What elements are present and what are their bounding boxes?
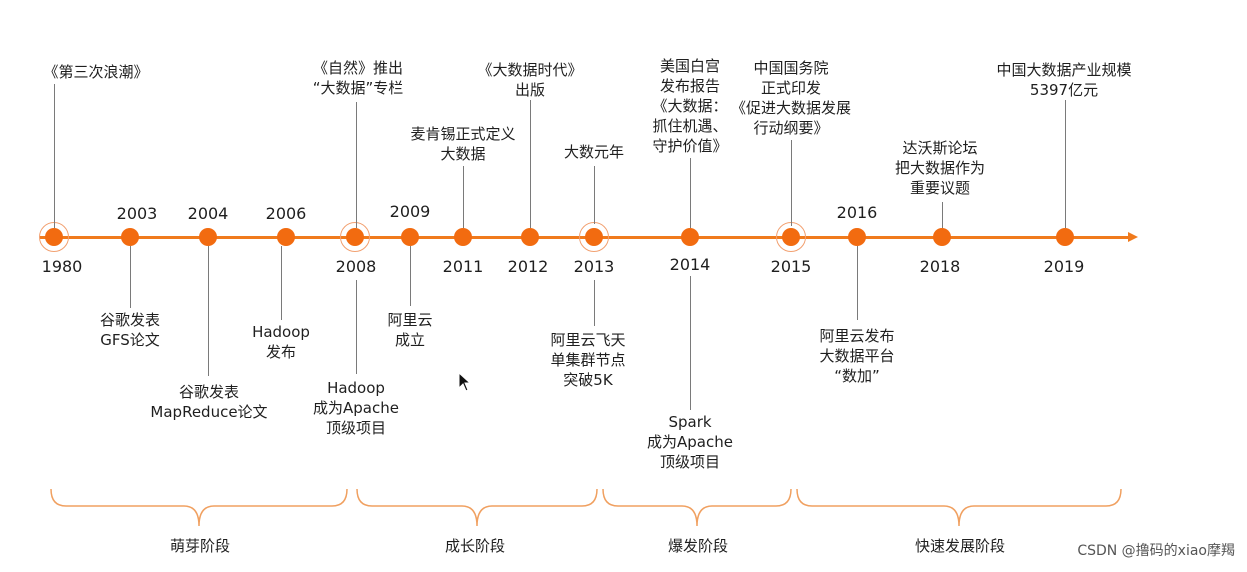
event-dot-2018 bbox=[933, 228, 951, 246]
event-dot-2016 bbox=[848, 228, 866, 246]
event-dot-2011 bbox=[454, 228, 472, 246]
phase-brace-rapid bbox=[796, 488, 1122, 528]
phase-brace-sprout bbox=[50, 488, 348, 528]
event-label-2006: Hadoop 发布 bbox=[252, 323, 310, 361]
event-label-2003: 谷歌发表 GFS论文 bbox=[99, 311, 160, 349]
event-year-2012: 2012 bbox=[507, 257, 549, 276]
event-stem-2012 bbox=[530, 100, 531, 228]
event-stem-2008-above bbox=[356, 102, 357, 228]
event-stem-2009 bbox=[410, 246, 411, 306]
event-year-1980: 1980 bbox=[41, 257, 83, 276]
event-dot-2008 bbox=[346, 228, 364, 246]
event-label-2016: 阿里云发布 大数据平台 “数加” bbox=[819, 327, 895, 385]
event-label-2019: 中国大数据产业规模 5397亿元 bbox=[996, 61, 1132, 99]
axis-arrow-icon bbox=[1128, 232, 1138, 242]
event-label-2014-above: 美国白宫 发布报告 《大数据： 抓住机遇、 守护价值》 bbox=[652, 57, 728, 155]
event-stem-1980 bbox=[54, 84, 55, 228]
event-stem-2003 bbox=[130, 246, 131, 308]
phase-brace-burst bbox=[602, 488, 792, 528]
event-year-2013: 2013 bbox=[573, 257, 615, 276]
event-label-2008-below: Hadoop 成为Apache 顶级项目 bbox=[313, 379, 399, 437]
event-year-2008: 2008 bbox=[335, 257, 377, 276]
csdn-watermark: CSDN @撸码的xiao摩羯 bbox=[1077, 543, 1235, 559]
event-stem-2018 bbox=[942, 202, 943, 228]
event-dot-2013 bbox=[585, 228, 603, 246]
event-year-2019: 2019 bbox=[1043, 257, 1085, 276]
event-dot-2015 bbox=[782, 228, 800, 246]
event-label-2011: 麦肯锡正式定义 大数据 bbox=[410, 125, 516, 163]
event-dot-2004 bbox=[199, 228, 217, 246]
phase-label-rapid: 快速发展阶段 bbox=[914, 537, 1005, 555]
event-year-2018: 2018 bbox=[919, 257, 961, 276]
event-dot-2014 bbox=[681, 228, 699, 246]
event-year-2011: 2011 bbox=[442, 257, 484, 276]
event-year-2015: 2015 bbox=[770, 257, 812, 276]
event-year-2003: 2003 bbox=[116, 204, 158, 223]
event-dot-2003 bbox=[121, 228, 139, 246]
event-label-2018: 达沃斯论坛 把大数据作为 重要议题 bbox=[894, 139, 985, 197]
event-label-2012: 《大数据时代》 出版 bbox=[477, 61, 583, 99]
event-label-2013-below: 阿里云飞天 单集群节点 突破5K bbox=[550, 331, 626, 389]
phase-brace-growth bbox=[356, 488, 598, 528]
mouse-cursor-icon bbox=[458, 372, 472, 392]
event-stem-2014-below bbox=[690, 276, 691, 410]
event-stem-2004 bbox=[208, 246, 209, 376]
phase-label-burst: 爆发阶段 bbox=[667, 537, 728, 555]
event-dot-1980 bbox=[45, 228, 63, 246]
event-year-2004: 2004 bbox=[187, 204, 229, 223]
event-label-2008-above: 《自然》推出 “大数据”专栏 bbox=[312, 59, 404, 97]
event-stem-2016 bbox=[857, 246, 858, 320]
event-stem-2011 bbox=[463, 166, 464, 228]
event-dot-2019 bbox=[1056, 228, 1074, 246]
event-label-2009: 阿里云 成立 bbox=[387, 311, 433, 349]
event-stem-2008-below bbox=[356, 280, 357, 374]
event-stem-2013-below bbox=[594, 280, 595, 326]
event-ring-2008 bbox=[340, 222, 370, 252]
event-dot-2006 bbox=[277, 228, 295, 246]
event-dot-2009 bbox=[401, 228, 419, 246]
event-dot-2012 bbox=[521, 228, 539, 246]
phase-label-sprout: 萌芽阶段 bbox=[169, 537, 230, 555]
event-year-2016: 2016 bbox=[836, 203, 878, 222]
event-stem-2013-above bbox=[594, 166, 595, 224]
event-year-2009: 2009 bbox=[389, 202, 431, 221]
event-label-2013-above: 大数元年 bbox=[563, 143, 624, 161]
event-stem-2006 bbox=[281, 246, 282, 320]
event-label-2015: 中国国务院 正式印发 《促进大数据发展 行动纲要》 bbox=[730, 59, 851, 137]
phase-label-growth: 成长阶段 bbox=[444, 537, 505, 555]
event-label-1980: 《第三次浪潮》 bbox=[43, 63, 149, 81]
event-label-2004: 谷歌发表 MapReduce论文 bbox=[150, 383, 268, 421]
event-label-2014-below: Spark 成为Apache 顶级项目 bbox=[647, 413, 733, 471]
event-stem-2014-above bbox=[690, 158, 691, 228]
event-year-2014: 2014 bbox=[669, 255, 711, 274]
event-stem-2019 bbox=[1065, 100, 1066, 228]
event-year-2006: 2006 bbox=[265, 204, 307, 223]
event-stem-2015 bbox=[791, 140, 792, 226]
